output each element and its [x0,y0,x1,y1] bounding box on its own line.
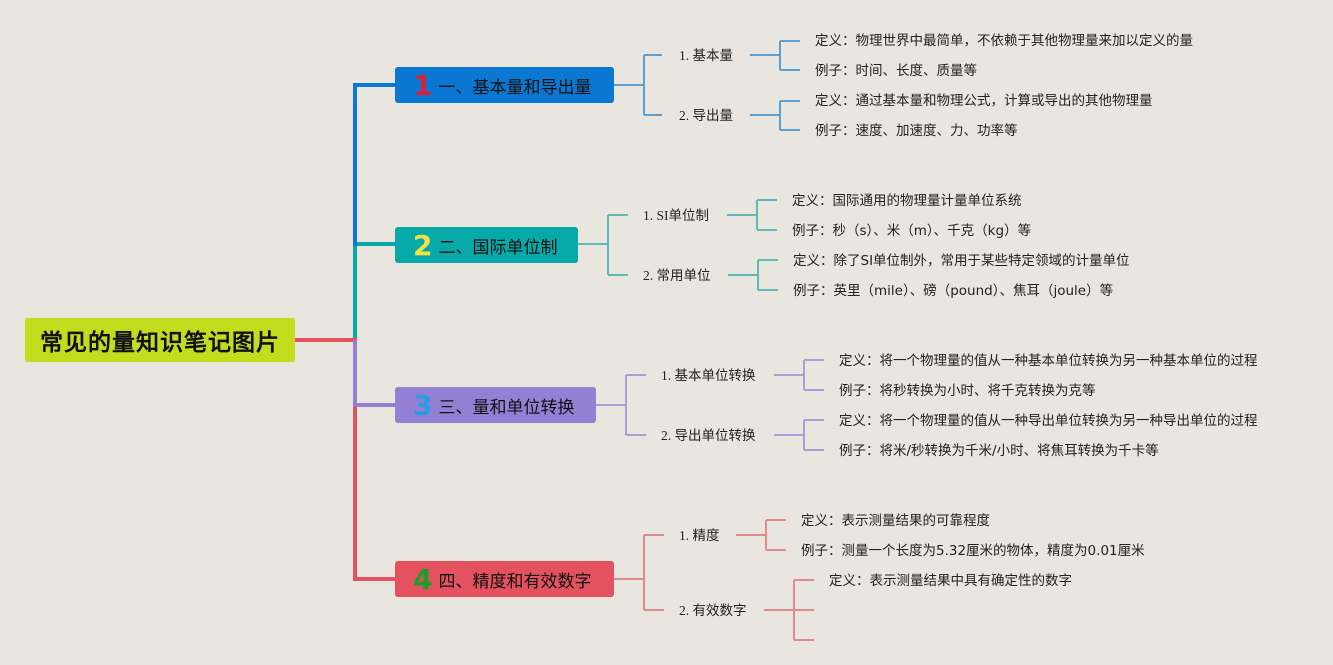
connector-root-branch4 [295,338,395,581]
leaf-1-2-definition[interactable]: 定义：通过基本量和物理公式，计算或导出的其他物理量 [815,93,1153,109]
branch-topic-2[interactable]: 2 二、国际单位制 [395,227,578,263]
leaf-1-1-example[interactable]: 例子：时间、长度、质量等 [815,63,977,79]
leaf-4-1-definition[interactable]: 定义：表示测量结果的可靠程度 [801,513,990,529]
connector-b4-subs [614,534,664,611]
connector-b1-s2-leaves [750,100,800,131]
leaf-3-2-definition[interactable]: 定义：将一个物理量的值从一种导出单位转换为另一种导出单位的过程 [839,413,1258,429]
number-badge-icon: 3 [413,388,433,422]
connector-root-branch3 [353,340,395,407]
connector-root-branch1 [353,83,395,246]
connector-b1-s1-leaves [750,40,800,71]
connector-b4-s2-leaves [764,579,814,641]
leaf-2-2-definition[interactable]: 定义：除了SI单位制外，常用于某些特定领域的计量单位 [793,253,1130,269]
branch-topic-label: 一、基本量和导出量 [438,77,592,98]
number-badge-icon: 1 [413,68,433,102]
subtopic-4-1[interactable]: 1. 精度 [679,528,720,543]
root-topic[interactable]: 常见的量知识笔记图片 [25,318,295,362]
connector-b2-s2-leaves [728,259,778,291]
leaf-3-1-definition[interactable]: 定义：将一个物理量的值从一种基本单位转换为另一种基本单位的过程 [839,353,1258,369]
subtopic-2-1[interactable]: 1. SI单位制 [643,208,710,223]
leaf-3-1-example[interactable]: 例子：将秒转换为小时、将千克转换为克等 [839,383,1096,399]
leaf-1-1-definition[interactable]: 定义：物理世界中最简单，不依赖于其他物理量来加以定义的量 [815,33,1193,49]
branch-topic-label: 四、精度和有效数字 [438,571,592,592]
leaf-1-2-example[interactable]: 例子：速度、加速度、力、功率等 [815,123,1018,139]
connector-b1-subs [614,54,662,116]
root-topic-label: 常见的量知识笔记图片 [40,330,280,356]
connector-b3-s1-leaves [774,359,824,391]
connector-b2-s1-leaves [727,199,777,231]
leaf-2-1-definition[interactable]: 定义：国际通用的物理量计量单位系统 [792,193,1022,209]
connector-b3-s2-leaves [774,419,824,451]
subtopic-1-1[interactable]: 1. 基本量 [679,48,733,63]
leaf-2-1-example[interactable]: 例子：秒（s）、米（m）、千克（kg）等 [792,223,1032,239]
connector-b2-subs [578,214,628,276]
branch-topic-3[interactable]: 3 三、量和单位转换 [395,387,596,423]
branch-topic-1[interactable]: 1 一、基本量和导出量 [395,67,614,103]
subtopic-3-1[interactable]: 1. 基本单位转换 [661,368,756,383]
subtopic-3-2[interactable]: 2. 导出单位转换 [661,428,756,443]
number-badge-icon: 4 [413,562,433,596]
subtopic-4-2[interactable]: 2. 有效数字 [679,603,747,618]
leaf-3-2-example[interactable]: 例子：将米/秒转换为千米/小时、将焦耳转换为千卡等 [839,443,1159,459]
connector-root-branch2 [353,242,395,338]
leaf-4-2-definition[interactable]: 定义：表示测量结果中具有确定性的数字 [829,573,1072,589]
number-badge-icon: 2 [413,228,433,262]
subtopic-1-2[interactable]: 2. 导出量 [679,108,733,123]
branch-topic-4[interactable]: 4 四、精度和有效数字 [395,561,614,597]
connector-b3-subs [596,374,646,436]
leaf-4-1-example[interactable]: 例子：测量一个长度为5.32厘米的物体，精度为0.01厘米 [801,543,1145,559]
branch-topic-label: 三、量和单位转换 [438,397,575,418]
branch-topic-label: 二、国际单位制 [438,237,558,258]
leaf-2-2-example[interactable]: 例子：英里（mile）、磅（pound）、焦耳（joule）等 [793,283,1114,299]
connector-b4-s1-leaves [736,519,786,551]
subtopic-2-2[interactable]: 2. 常用单位 [643,268,711,283]
